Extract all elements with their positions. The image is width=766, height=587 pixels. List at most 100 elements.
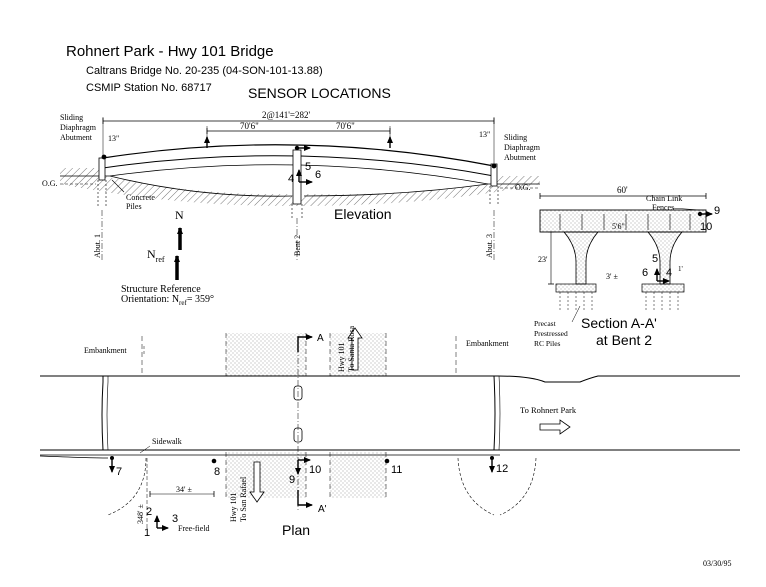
sensor-9-plan: 9 — [289, 474, 295, 486]
piles-leader — [111, 179, 125, 193]
northbound-arrow — [347, 327, 363, 371]
abutment-1 — [98, 157, 106, 181]
rohnert-park-arrow — [539, 419, 571, 435]
hwy-south-label: Hwy 101To San Rafael — [229, 476, 248, 522]
right-overhang-dimension: 13" — [479, 130, 490, 139]
drawing-title: Rohnert Park - Hwy 101 Bridge — [66, 43, 274, 60]
sensor-4-section: 4 — [666, 267, 672, 279]
left-support-label: Sliding Diaphragm Abutment — [60, 113, 98, 142]
dim-348: 348' ± — [136, 504, 145, 524]
ground-line-right — [303, 183, 540, 197]
orientation-line-2: Orientation: Nref= 359° — [121, 294, 214, 307]
highway-band-south — [226, 452, 306, 498]
embankment-left: Embankment — [84, 346, 127, 355]
elevation-view: 2@141'=282' 70'6" 70'6" 13" 13" Sliding … — [42, 110, 542, 262]
plan-sensor-markers — [109, 456, 495, 531]
highway-lane-edges — [141, 333, 457, 498]
chain-link-fences-label: Chain Link Fences — [646, 194, 684, 212]
sidewalk-leader — [139, 445, 151, 454]
right-support-label: Sliding Diaphragm Abutment — [504, 133, 542, 162]
sensor-10-plan: 10 — [309, 464, 321, 476]
sensor-9-section: 9 — [714, 205, 720, 217]
section-mark-top-label: A — [317, 333, 324, 344]
section-mark-bottom — [297, 490, 313, 508]
nref-label: Nref — [147, 247, 165, 264]
left-overhang-dimension: 13" — [108, 134, 119, 143]
free-field-label: Free-field — [178, 524, 210, 533]
section-title-2: at Bent 2 — [596, 332, 652, 348]
right-span-dimension: 70'6" — [336, 121, 355, 131]
column-spacing: 3' ± — [606, 272, 618, 281]
sensor-7: 7 — [116, 466, 122, 478]
sensor-10-section: 10 — [700, 221, 712, 233]
embankment-curve-right-2 — [499, 457, 537, 516]
sensor-11: 11 — [391, 464, 402, 476]
precast-piles-label: Precast Prestressed RC Piles — [534, 319, 570, 348]
sensor-locations-heading: SENSOR LOCATIONS — [248, 85, 391, 101]
north-label: N — [175, 208, 184, 222]
embankment-curve-right — [457, 457, 495, 516]
embankment-curve-left — [107, 457, 147, 516]
sensor-2: 2 — [146, 506, 152, 518]
section-mark-bottom-label: A' — [318, 504, 327, 515]
support-centerlines — [101, 210, 495, 262]
embankment-right: Embankment — [466, 339, 509, 348]
section-piles — [559, 292, 679, 312]
road-bottom-left-flare — [39, 455, 109, 459]
concrete-piles-label: Concrete Piles — [126, 193, 157, 211]
ground-line-left — [60, 175, 293, 197]
sensor-6-elev: 6 — [315, 169, 321, 181]
sensor-8: 8 — [214, 466, 220, 478]
abut-1-label: Abut. 1 — [93, 234, 102, 258]
box-girder-cells — [559, 214, 691, 230]
deck-depth: 5'6" — [612, 222, 625, 231]
box-girder — [539, 209, 707, 233]
og-right: O.G. — [515, 183, 531, 192]
plan-abut-3b — [498, 375, 501, 451]
plan-abut-1 — [101, 376, 104, 451]
highway-band-south-2 — [330, 452, 386, 498]
section-width: 60' — [617, 185, 628, 195]
embankment-fill — [60, 168, 540, 206]
deck-top-line — [102, 144, 495, 167]
column-height: 23' — [538, 255, 548, 264]
road-top-right-curve — [497, 375, 740, 383]
orientation-line-1: Structure Reference — [121, 284, 201, 295]
abut-3-label: Abut. 3 — [485, 234, 494, 258]
og-left: O.G. — [42, 179, 58, 188]
plan-abut-1b — [106, 376, 109, 451]
footing-left — [555, 283, 597, 293]
dim-34: 34' ± — [176, 485, 192, 494]
section-a-a-view: 60' Chain Link Fences 5'6" — [534, 185, 720, 348]
elevation-sensor-markers — [101, 136, 497, 185]
plan-title: Plan — [282, 522, 310, 538]
sidewalk-label: Sidewalk — [152, 437, 182, 446]
hwy-north-label: Hwy 101To Santa Rosa — [337, 325, 356, 372]
sensor-1: 1 — [144, 527, 150, 539]
left-span-dimension: 70'6" — [240, 121, 259, 131]
section-title-1: Section A-A' — [581, 315, 657, 331]
plan-abut-3 — [493, 375, 496, 451]
elevation-title: Elevation — [334, 206, 392, 222]
overall-dimension: 2@141'=282' — [262, 110, 310, 120]
piles-label-leader — [571, 305, 581, 323]
sensor-5-elev: 5 — [305, 161, 311, 173]
bent-2-column — [292, 149, 302, 205]
sensor-3: 3 — [172, 513, 178, 525]
to-rohnert-park-label: To Rohnert Park — [520, 405, 577, 415]
small-offset: 1' — [678, 265, 683, 273]
bridge-number: Caltrans Bridge No. 20-235 (04-SON-101-1… — [86, 65, 323, 77]
station-number: CSMIP Station No. 68717 — [86, 82, 212, 94]
plan-view: Embankment Embankment A A' Hwy 101To San… — [39, 325, 740, 539]
sensor-4-elev: 4 — [288, 173, 294, 185]
orientation-indicator: N Nref Structure Reference Orientation: … — [121, 208, 214, 307]
section-mark-top — [297, 334, 313, 352]
bent-2-label: Bent 2 — [293, 235, 302, 256]
title-block: Rohnert Park - Hwy 101 Bridge Caltrans B… — [66, 43, 391, 101]
concrete-piles — [97, 180, 499, 218]
footing-right — [641, 283, 685, 293]
section-sensor-markers — [654, 211, 713, 284]
southbound-arrow — [249, 461, 265, 503]
drawing-date: 03/30/95 — [703, 559, 731, 568]
